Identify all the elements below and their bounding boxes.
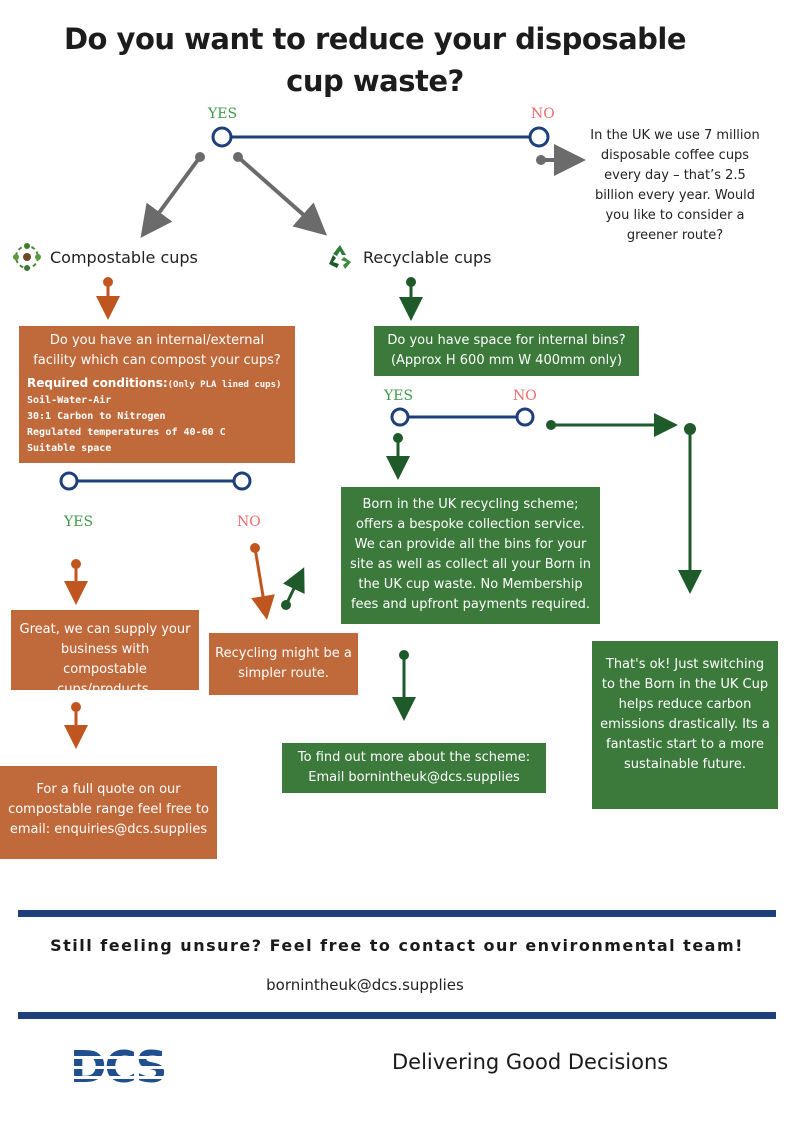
recycle-icon	[329, 245, 351, 269]
contact-prompt: Still feeling unsure? Feel free to conta…	[50, 936, 744, 955]
page-title: Do you want to reduce your disposable cu…	[63, 22, 687, 98]
compost-no-box: Recycling might be a simpler route.	[209, 633, 358, 695]
recycling-scheme-box: Born in the UK recycling scheme; offers …	[341, 487, 600, 624]
recycle-no-label: NO	[513, 388, 537, 404]
compost-no-label: NO	[237, 514, 261, 530]
find-out-more-box: To find out more about the scheme: Email…	[282, 743, 546, 793]
condition-item: Regulated temperatures of 40-60 C	[27, 427, 226, 438]
compost-yes-box: Great, we can supply your business with …	[11, 610, 199, 697]
compost-yes-label: YES	[64, 514, 94, 530]
uk-cup-fact-text: In the UK we use 7 million disposable co…	[590, 128, 760, 243]
compostable-cups-label: Compostable cups	[50, 247, 198, 267]
condition-item: Suitable space	[27, 443, 112, 454]
required-conditions-title: Required conditions:	[27, 376, 168, 390]
recyclable-cups-label: Recyclable cups	[363, 247, 492, 267]
footer-divider-top	[18, 910, 776, 917]
thats-ok-box: That's ok! Just switching to the Born in…	[592, 641, 778, 809]
top-yes-label: YES	[208, 106, 238, 122]
compost-quote-box: For a full quote on our compostable rang…	[0, 766, 217, 859]
recycle-yes-label: YES	[384, 388, 414, 404]
compostable-cups-heading: Compostable cups	[12, 242, 198, 272]
contact-email[interactable]: bornintheuk@dcs.supplies	[266, 976, 464, 994]
dcs-logo: DCS	[70, 1044, 205, 1088]
top-no-label: NO	[531, 106, 555, 122]
condition-item: Soil-Water-Air	[27, 395, 112, 406]
compost-facility-question: Do you have an internal/external facilit…	[33, 333, 281, 368]
compost-facility-question-box: Do you have an internal/external facilit…	[19, 326, 295, 463]
compost-leaf-ring-icon	[13, 243, 41, 271]
condition-item: 30:1 Carbon to Nitrogen	[27, 411, 166, 422]
slogan: Delivering Good Decisions	[392, 1050, 669, 1074]
required-conditions-note: (Only PLA lined cups)	[167, 380, 282, 390]
recyclable-cups-heading: Recyclable cups	[325, 242, 492, 272]
required-conditions: Required conditions:(Only PLA lined cups…	[27, 375, 287, 457]
footer-divider-bottom	[18, 1012, 776, 1019]
bin-space-question-box: Do you have space for internal bins? (Ap…	[374, 326, 639, 376]
